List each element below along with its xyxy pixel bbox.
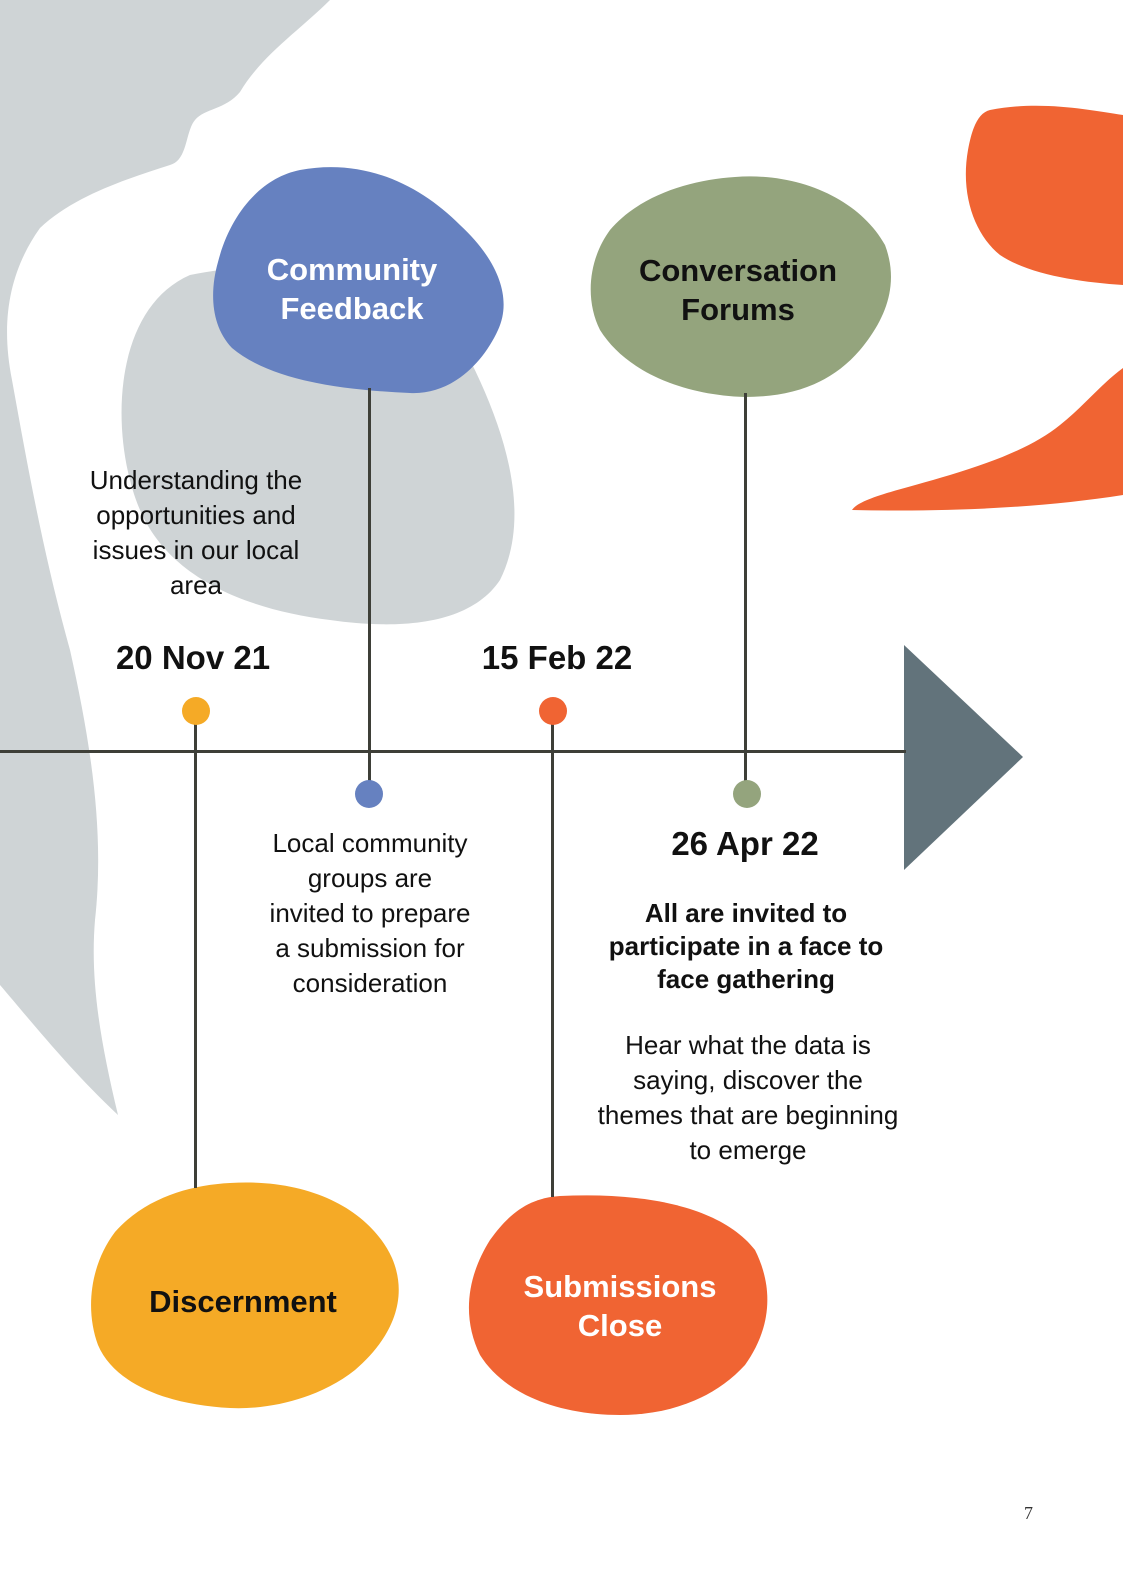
discernment-blob bbox=[91, 1182, 399, 1409]
page-number: 7 bbox=[1024, 1503, 1033, 1523]
conversation-forums-bold-description: All are invited to participate in a face… bbox=[608, 898, 884, 994]
orange-right-swoosh-shape bbox=[852, 368, 1123, 511]
connector-community-feedback bbox=[368, 388, 371, 793]
community-feedback-description: Local community groups are invited to pr… bbox=[269, 828, 471, 998]
submissions-close-date: 15 Feb 22 bbox=[481, 639, 633, 676]
discernment-title: Discernment bbox=[149, 1284, 337, 1319]
conversation-forums-title: Conversation Forums bbox=[638, 253, 838, 327]
timeline-axis bbox=[0, 750, 906, 753]
grey-swoosh-shape bbox=[0, 0, 330, 1115]
connector-submissions-close bbox=[551, 711, 554, 1197]
discernment-date: 20 Nov 21 bbox=[115, 639, 271, 676]
submissions-close-blob bbox=[468, 1195, 768, 1415]
connector-discernment bbox=[194, 711, 197, 1188]
discernment-description: Understanding the opportunities and issu… bbox=[89, 465, 303, 600]
arrowhead-icon bbox=[904, 645, 1023, 870]
discernment-dot bbox=[182, 697, 210, 725]
community-feedback-dot bbox=[355, 780, 383, 808]
conversation-forums-dot bbox=[733, 780, 761, 808]
community-feedback-blob bbox=[213, 167, 504, 394]
conversation-forums-description: Hear what the data is saying, discover t… bbox=[597, 1030, 899, 1165]
submissions-close-dot bbox=[539, 697, 567, 725]
community-feedback-title: Community Feedback bbox=[266, 252, 438, 326]
conversation-forums-date: 26 Apr 22 bbox=[671, 825, 819, 862]
submissions-close-title: Submissions Close bbox=[523, 1269, 717, 1343]
connector-conversation-forums bbox=[744, 393, 747, 793]
orange-top-right-shape bbox=[965, 105, 1123, 285]
conversation-forums-blob bbox=[590, 176, 891, 397]
